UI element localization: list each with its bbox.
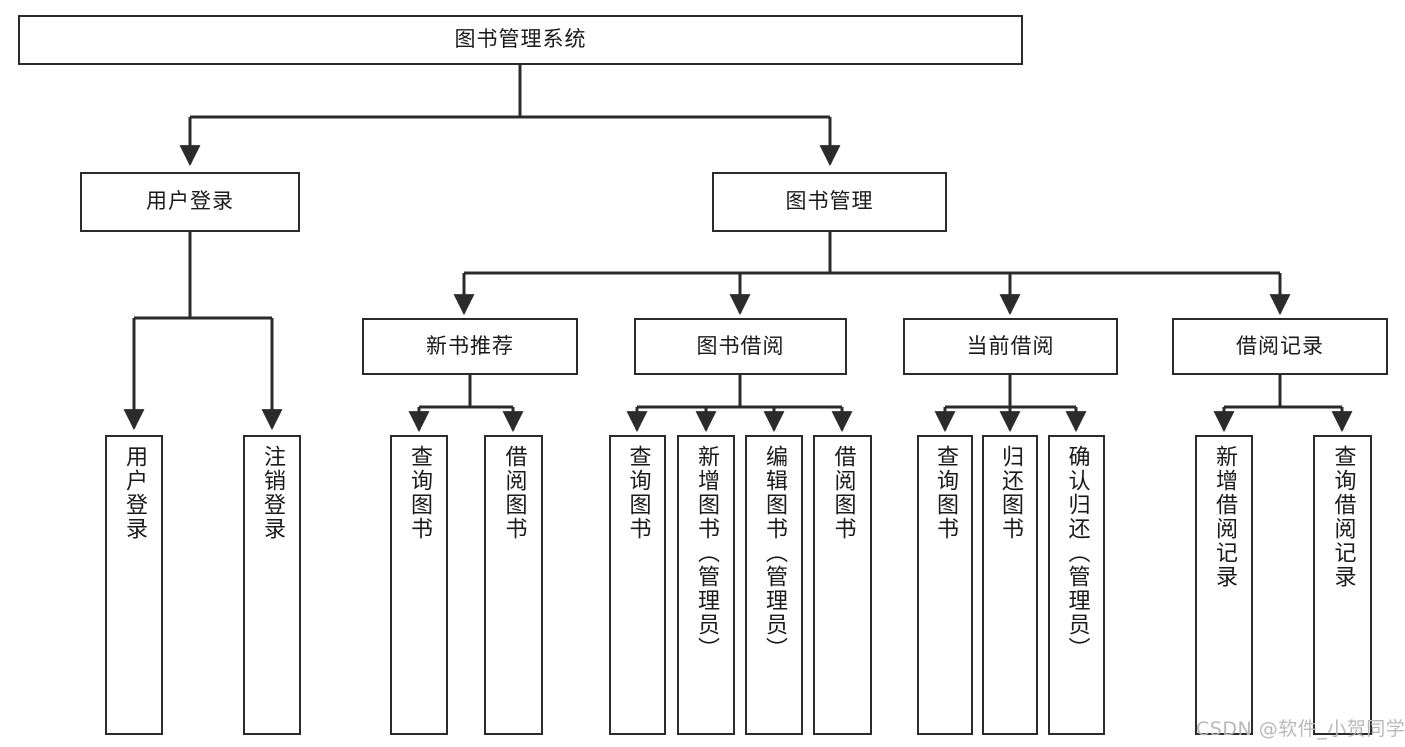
leaf-current-confirm-return[interactable]: 确认归还（管理员） <box>1048 435 1105 735</box>
node-new-book-recommend-label: 新书推荐 <box>426 333 514 358</box>
node-borrow-record-label: 借阅记录 <box>1236 333 1324 358</box>
leaf-label: 借阅图书 <box>501 445 527 541</box>
leaf-label: 借阅图书 <box>830 445 856 541</box>
leaf-user-login-login[interactable]: 用户登录 <box>105 435 163 735</box>
node-book-borrow-label: 图书借阅 <box>696 333 785 358</box>
node-current-borrow[interactable]: 当前借阅 <box>903 318 1118 375</box>
node-root-label: 图书管理系统 <box>454 27 587 52</box>
leaf-label: 注销登录 <box>259 445 285 541</box>
node-current-borrow-label: 当前借阅 <box>966 333 1055 358</box>
csdn-watermark: CSDN @软件_小贺同学 <box>1196 714 1405 741</box>
leaf-current-query-book[interactable]: 查询图书 <box>917 435 973 735</box>
node-book-borrow[interactable]: 图书借阅 <box>634 318 847 375</box>
leaf-label: 新增图书（管理员） <box>693 445 719 661</box>
leaf-label: 确认归还（管理员） <box>1064 445 1090 661</box>
leaf-label: 归还图书 <box>997 445 1023 541</box>
leaf-new-book-borrow[interactable]: 借阅图书 <box>484 435 543 735</box>
leaf-borrow-query-book[interactable]: 查询图书 <box>609 435 666 735</box>
node-book-management-label: 图书管理 <box>785 189 874 214</box>
leaf-record-add[interactable]: 新增借阅记录 <box>1195 435 1253 735</box>
leaf-new-book-query[interactable]: 查询图书 <box>390 435 448 735</box>
leaf-label: 查询图书 <box>932 445 958 541</box>
node-borrow-record[interactable]: 借阅记录 <box>1172 318 1388 375</box>
leaf-label: 编辑图书（管理员） <box>761 445 787 661</box>
node-user-login-label: 用户登录 <box>146 189 234 214</box>
leaf-label: 用户登录 <box>121 445 147 541</box>
watermark-text: CSDN @软件_小贺同学 <box>1196 718 1405 740</box>
leaf-label: 查询借阅记录 <box>1330 445 1356 589</box>
node-book-management[interactable]: 图书管理 <box>712 172 947 232</box>
leaf-borrow-borrow-book[interactable]: 借阅图书 <box>813 435 872 735</box>
node-root[interactable]: 图书管理系统 <box>18 15 1023 65</box>
node-new-book-recommend[interactable]: 新书推荐 <box>362 318 578 375</box>
leaf-label: 查询图书 <box>625 445 651 541</box>
leaf-current-return-book[interactable]: 归还图书 <box>982 435 1038 735</box>
leaf-label: 查询图书 <box>406 445 432 541</box>
leaf-borrow-add-book[interactable]: 新增图书（管理员） <box>677 435 735 735</box>
leaf-user-login-logout[interactable]: 注销登录 <box>243 435 301 735</box>
leaf-record-query[interactable]: 查询借阅记录 <box>1313 435 1372 735</box>
leaf-borrow-edit-book[interactable]: 编辑图书（管理员） <box>745 435 803 735</box>
node-user-login[interactable]: 用户登录 <box>80 172 300 232</box>
leaf-label: 新增借阅记录 <box>1211 445 1237 589</box>
